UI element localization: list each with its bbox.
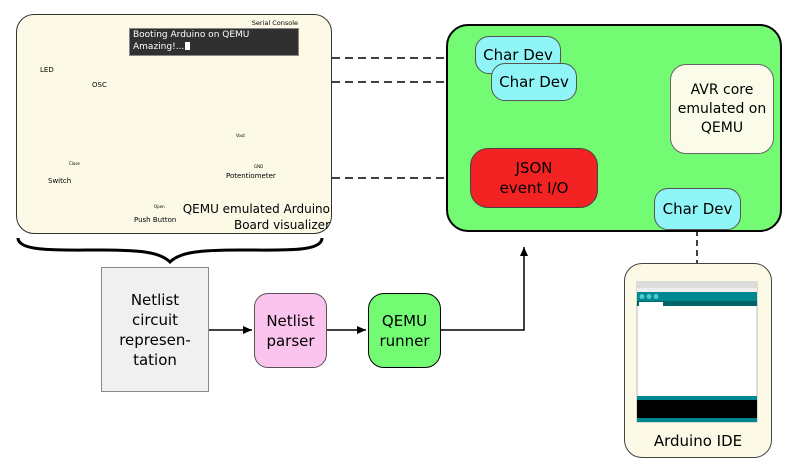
json-event-io-box: JSON event I/O <box>470 148 598 208</box>
console-line-2: Amazing!... <box>133 42 191 52</box>
char-dev-3: Char Dev <box>654 188 741 230</box>
avr-core-box: AVR core emulated on QEMU <box>670 64 774 154</box>
netlist-box: Netlist circuit represen- tation <box>101 267 209 392</box>
potentiometer-label: Potentiometer <box>226 172 276 180</box>
console-line-1: Booting Arduino on QEMU <box>133 30 250 40</box>
potentiometer-gnd-label: GND <box>254 164 264 169</box>
netlist-line-2: circuit <box>131 310 179 329</box>
netlist-line-1: Netlist <box>130 290 180 309</box>
runner-line-2: runner <box>379 331 430 350</box>
netlist-parser-box: Netlist parser <box>254 293 327 368</box>
avr-line-1: AVR core <box>690 81 754 98</box>
parser-line-1: Netlist <box>266 311 315 330</box>
netlist-line-3: represen- <box>119 330 191 349</box>
visualizer-caption-line-2: Board visualizer <box>233 218 330 232</box>
serial-console <box>129 28 299 56</box>
char-dev-2: Char Dev <box>491 63 577 101</box>
arduino-ide-label: Arduino IDE <box>653 432 743 450</box>
console-cursor <box>185 42 191 50</box>
osc-label: OSC <box>92 81 107 89</box>
console-line-2-text: Amazing!... <box>133 42 185 52</box>
json-line-1: JSON <box>515 159 553 177</box>
switch-label: Switch <box>48 177 72 185</box>
runner-line-1: QEMU <box>381 311 428 330</box>
netlist-line-4: tation <box>133 350 177 369</box>
led-label: LED <box>40 66 54 74</box>
json-line-2: event I/O <box>499 179 569 197</box>
switch-state-label: Close <box>69 161 80 166</box>
curly-brace <box>16 237 324 265</box>
push-button-state-label: Open <box>154 204 165 209</box>
push-button-label: Push Button <box>134 216 177 224</box>
avr-line-3: QEMU <box>700 119 744 136</box>
parser-line-2: parser <box>266 331 315 350</box>
arrow-runner-to-qemu <box>441 247 528 331</box>
visualizer-caption-line-1: QEMU emulated Arduino <box>182 202 330 216</box>
serial-console-title: Serial Console <box>251 19 298 27</box>
avr-line-2: emulated on <box>677 100 767 117</box>
qemu-runner-box: QEMU runner <box>368 293 441 368</box>
ide-window-graphic <box>636 281 758 423</box>
visualizer-caption: QEMU emulated Arduino Board visualizer <box>180 201 330 233</box>
potentiometer-vout-label: Vout <box>236 133 245 138</box>
